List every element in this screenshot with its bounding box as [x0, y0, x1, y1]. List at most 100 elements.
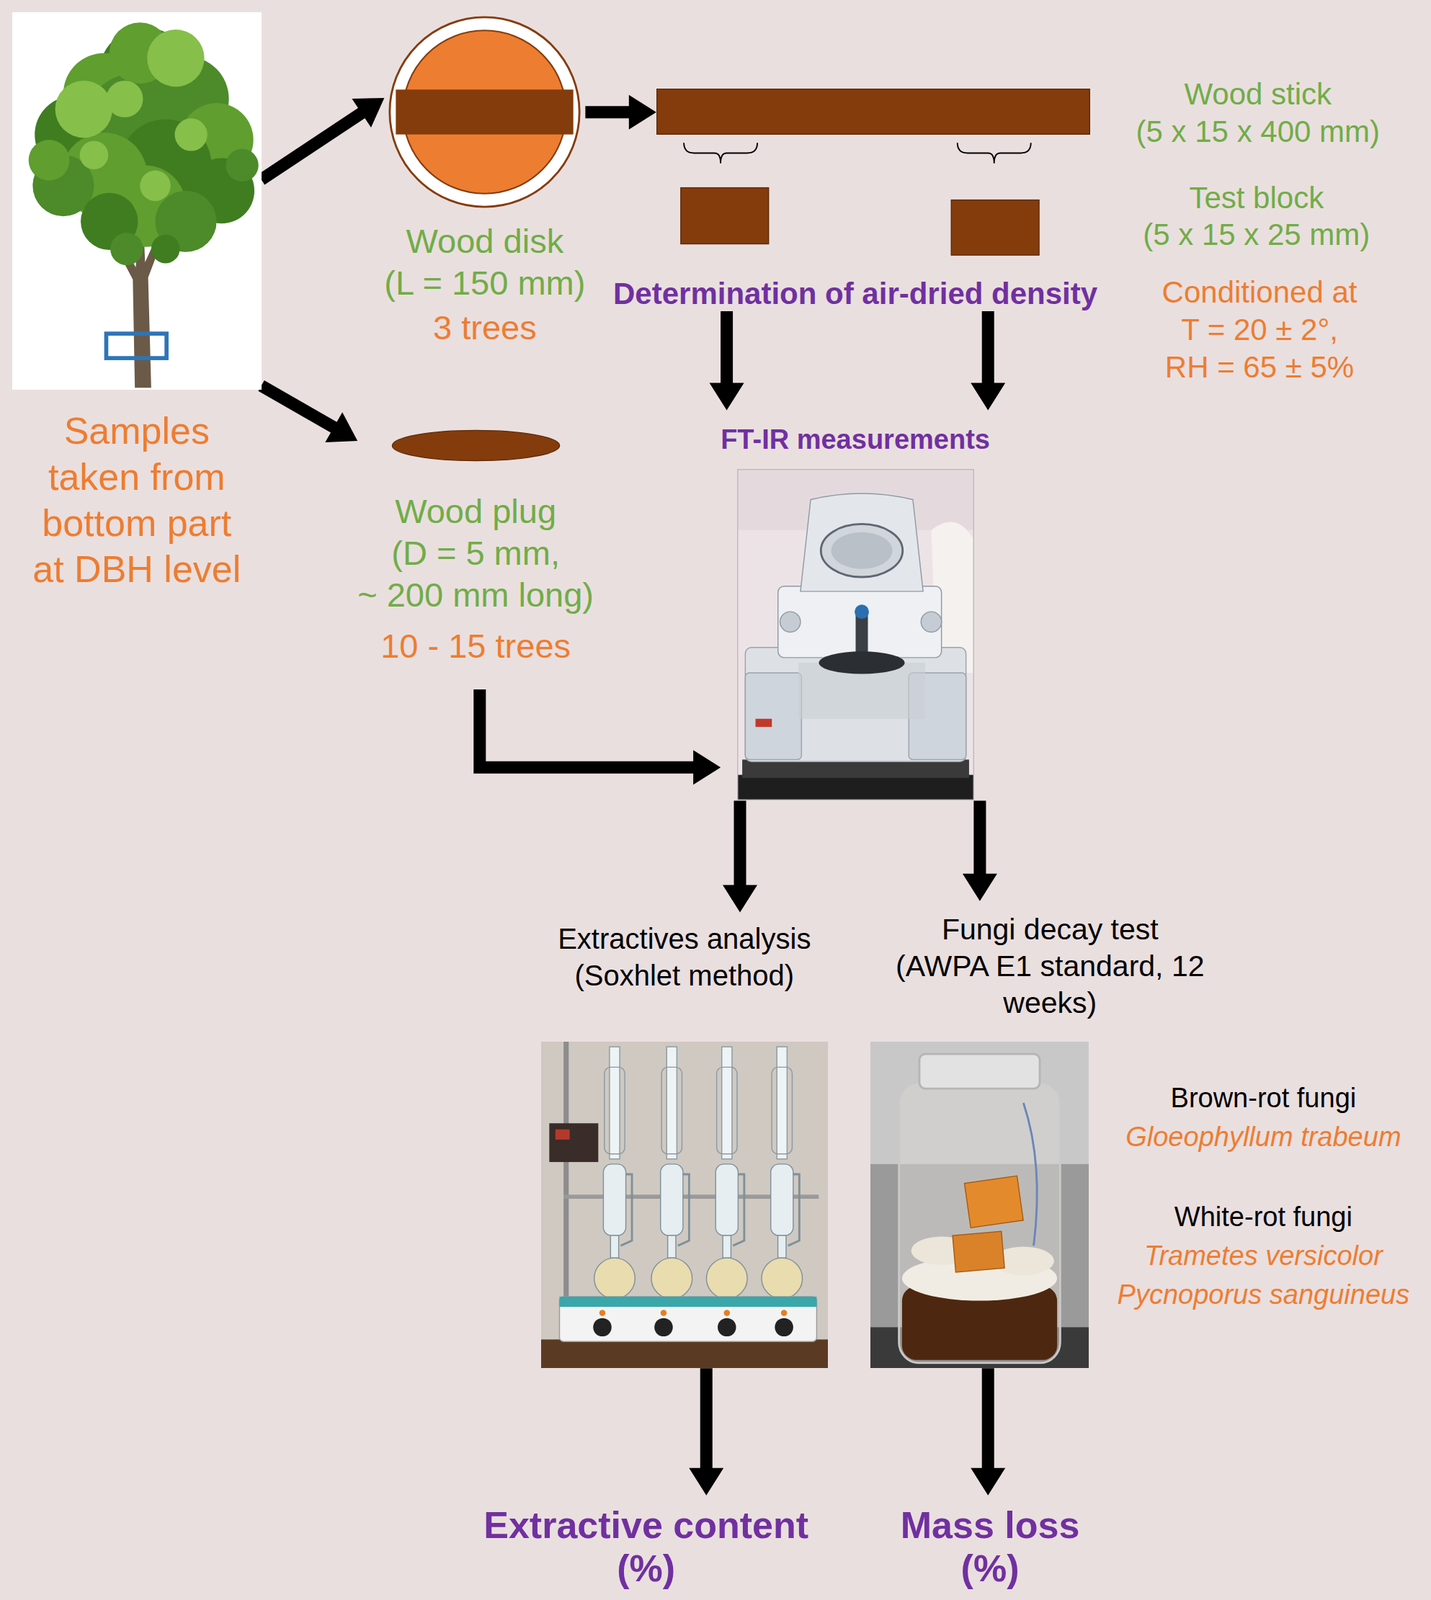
soxhlet-photo-part — [541, 1041, 828, 1369]
soxhlet-photo-part — [721, 1046, 732, 1160]
node-text: Mass loss (%) — [892, 1503, 1088, 1591]
layout-column: Wood stick(5 x 15 x 400 mm) — [1136, 75, 1380, 151]
wood-plug-shape — [391, 429, 561, 462]
wood-disk-shape-part — [389, 17, 580, 207]
arrow-shaft — [261, 385, 336, 429]
flow-arrow — [688, 1368, 724, 1496]
layout-row: Wood stick(5 x 15 x 400 mm) — [656, 75, 1380, 151]
node-text: Extractives analysis (Soxhlet method) — [543, 920, 826, 995]
node-text: 10 - 15 trees — [357, 625, 594, 668]
arrow-shaft — [700, 1368, 713, 1470]
layout-column: Brown-rot fungiGloeophyllum trabeumWhite… — [1106, 1078, 1421, 1315]
flow-arrow — [970, 1368, 1006, 1496]
soxhlet-photo-part — [541, 1340, 828, 1370]
arrow-head — [324, 412, 358, 443]
tree-illustration — [12, 12, 262, 390]
wood-disk-shape-part — [396, 90, 574, 135]
ftir-photo-part — [737, 469, 975, 801]
process-step: Determination of air-dried density — [613, 276, 1098, 312]
tree-illustration-part — [146, 29, 204, 87]
soxhlet-photo-part — [609, 1046, 620, 1160]
soxhlet-photo-part — [651, 1046, 693, 1300]
flow-arrow — [585, 95, 656, 130]
arrow-head — [962, 874, 998, 902]
soxhlet-photo-part — [593, 1258, 635, 1300]
flow-arrow — [479, 689, 721, 785]
soxhlet-photo-part — [732, 1174, 745, 1246]
soxhlet-photo-part — [717, 1318, 736, 1337]
soxhlet-photo-part — [777, 1235, 786, 1259]
soxhlet-photo-part — [706, 1046, 748, 1300]
soxhlet-photo-part — [593, 1046, 635, 1300]
wood-plug: Wood plug(D = 5 mm,~ 200 mm long)10 - 15… — [357, 429, 594, 690]
tree-illustration-part — [151, 234, 181, 264]
annotation-text: Conditioned at T = 20 ± 2°, RH = 65 ± 5% — [1157, 273, 1362, 387]
layout-row: Brown-rot fungiGloeophyllum trabeumWhite… — [870, 1041, 1421, 1369]
soxhlet-photo-part — [761, 1258, 803, 1300]
decay-jar-photo-part — [964, 1176, 1024, 1229]
node-text: Pycnoporus sanguineus — [1106, 1275, 1421, 1315]
soxhlet-photo-part — [776, 1046, 787, 1160]
node-text: Samples taken from bottom part at DBH le… — [25, 407, 249, 593]
soxhlet-photo-part — [610, 1235, 619, 1259]
ftir-photo-part — [745, 672, 802, 760]
result-output: Mass loss (%) — [892, 1495, 1088, 1591]
node-text: 3 trees — [384, 306, 586, 349]
node-text: Brown-rot fungi — [1106, 1078, 1421, 1118]
test-block-sketch-part — [683, 142, 758, 163]
soxhlet-photo-part — [666, 1046, 677, 1160]
soxhlet-photo-part — [788, 1174, 800, 1246]
ftir-photo-part — [755, 719, 772, 728]
soxhlet-photo-part — [599, 1310, 606, 1317]
ftir-photo-part — [779, 612, 800, 633]
node-text: Wood plug — [357, 490, 594, 533]
soxhlet-photo-part — [771, 1067, 792, 1155]
wood-stick-shape — [656, 88, 1091, 135]
soxhlet-photo-part — [654, 1318, 673, 1337]
ftir-photo-part — [742, 760, 970, 779]
soxhlet-photo-part — [661, 1067, 682, 1155]
soxhlet-photo-part — [723, 1310, 730, 1317]
decay-jar-photo-part — [919, 1054, 1040, 1089]
tree-illustration-part — [105, 333, 167, 359]
soxhlet-photo-part — [651, 1258, 693, 1300]
wood-disk: Wood disk(L = 150 mm)3 trees — [384, 15, 586, 349]
flow-arrow — [722, 800, 758, 913]
arrow-head — [688, 1468, 724, 1496]
ftir-photo-part — [830, 532, 893, 570]
tree-illustration-part — [225, 149, 258, 182]
soxhlet-photo-part — [549, 1124, 599, 1163]
arrow-shaft — [261, 112, 364, 180]
soxhlet-photo-part — [761, 1046, 803, 1300]
arrow-shaft — [733, 800, 746, 887]
annotation-text: Test block — [1188, 179, 1324, 217]
soxhlet-photo-part — [559, 1296, 817, 1308]
soxhlet-photo-part — [781, 1310, 787, 1317]
flow-arrow — [261, 385, 359, 442]
arrow-shaft — [982, 1368, 995, 1470]
test-block-sketch-part — [680, 188, 769, 245]
node-text: White-rot fungi — [1106, 1197, 1421, 1237]
tree-illustration-part — [139, 170, 171, 201]
decay-test-step: Fungi decay test (AWPA E1 standard, 12 w… — [870, 901, 1421, 1369]
arrow-head — [970, 1468, 1006, 1496]
soxhlet-photo-part — [563, 1041, 569, 1303]
arrow-shaft — [479, 689, 695, 768]
soxhlet-photo-part — [722, 1235, 731, 1259]
soxhlet-photo-part — [716, 1067, 737, 1155]
flow-arrow — [962, 800, 998, 901]
extractives-step: Extractives analysis (Soxhlet method) — [541, 912, 828, 1369]
soxhlet-photo-part — [559, 1296, 817, 1342]
node-text: (5 x 15 x 400 mm) — [1136, 113, 1380, 151]
tree-illustration-part — [79, 140, 109, 170]
ftir-photo-part — [818, 652, 905, 675]
node-text: Extractive content (%) — [477, 1503, 816, 1591]
arrow-head — [693, 750, 721, 785]
node-text: Wood stick — [1136, 75, 1380, 114]
soxhlet-photo-part — [678, 1174, 690, 1246]
node-text: Gloeophyllum trabeum — [1106, 1117, 1421, 1157]
ftir-photo-part — [737, 775, 975, 801]
decay-jar-photo-part — [899, 1082, 1061, 1364]
arrow-shaft — [973, 800, 986, 875]
